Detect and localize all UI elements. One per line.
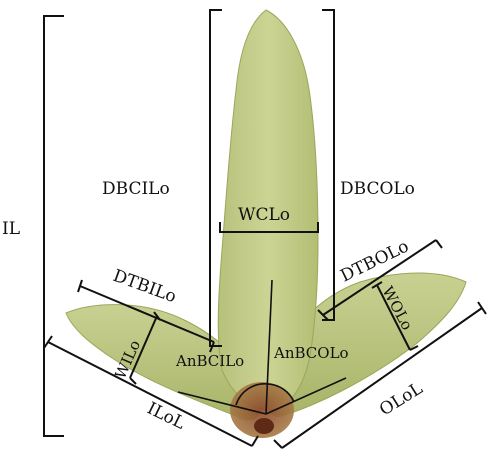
label-il: IL [2,219,20,239]
label-dtbilo: DTBILo [110,266,179,307]
label-olol: OLoL [376,379,426,421]
label-anbcolo: AnBCOLo [273,344,349,362]
label-dbcolo: DBCOLo [340,179,415,199]
label-ilol: ILoL [144,399,188,434]
label-wclo: WCLo [238,205,290,225]
dbcolo-bracket [322,10,334,320]
il-bracket [44,16,64,436]
label-anbcilo: AnBCILo [175,352,244,370]
label-dbcilo: DBCILo [102,179,170,199]
petiole [254,418,274,434]
